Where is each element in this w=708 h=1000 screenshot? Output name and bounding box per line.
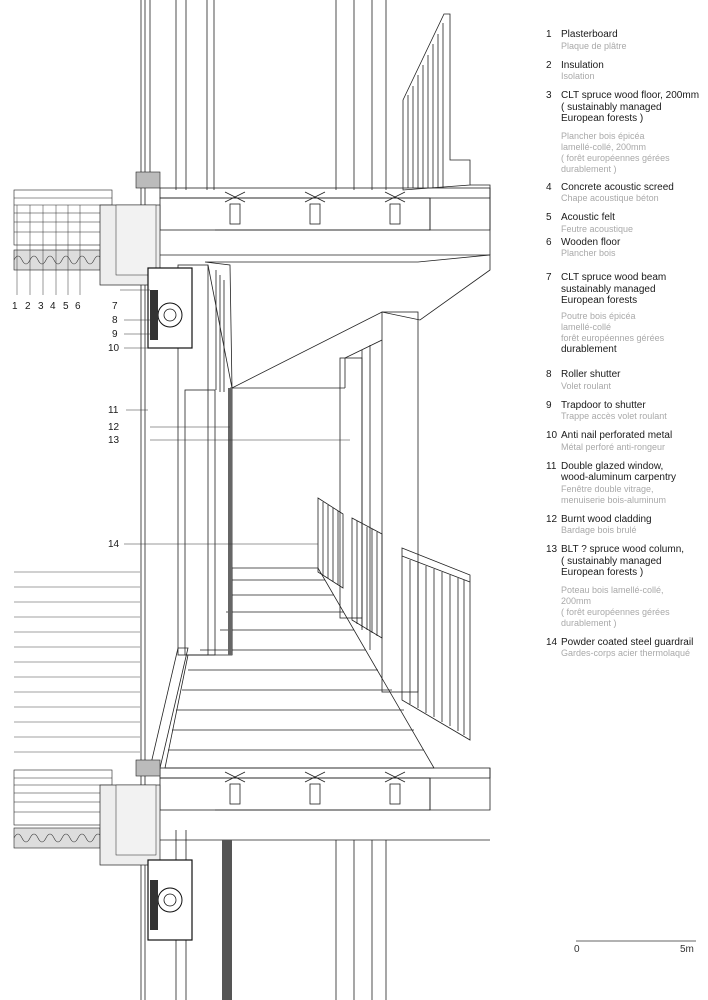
leader-lines: [16, 205, 350, 545]
legend-number: 3: [546, 90, 552, 101]
legend-label-fr: Trappe accès volet roulant: [561, 411, 667, 421]
legend-label-en: Anti nail perforated metal: [561, 430, 673, 441]
legend-label-fr: Bardage bois brulé: [561, 525, 637, 535]
legend-number: 13: [546, 544, 558, 555]
callout-9: 9: [112, 329, 118, 340]
legend-number: 7: [546, 272, 552, 283]
legend-number: 12: [546, 513, 558, 525]
legend-number: 4: [546, 181, 552, 193]
legend-label-fr: Gardes-corps acier thermolaqué: [561, 648, 691, 658]
legend-item: 13 BLT ? spruce wood column, ( sustainab…: [546, 544, 706, 629]
legend-label-fr: Fenêtre double vitrage, menuiserie bois-…: [561, 483, 667, 505]
legend-label-en: BLT ? spruce wood column, ( sustainably …: [561, 544, 685, 578]
legend-label-en: CLT spruce wood floor, 200mm ( sustainab…: [561, 90, 700, 124]
callout-12: 12: [108, 422, 120, 433]
cladding-lines: [14, 571, 140, 753]
burnt-cladding-strip: [222, 840, 232, 1000]
callout-13: 13: [108, 435, 120, 446]
callout-4: 4: [50, 301, 56, 312]
callout-11: 11: [108, 405, 119, 416]
callout-1: 1: [12, 301, 18, 312]
legend-label-en: Plasterboard: [561, 29, 618, 40]
legend-label-en: Trapdoor to shutter: [561, 399, 646, 411]
legend-label-en: Double glazed window, wood-aluminum carp…: [561, 460, 677, 484]
callout-5: 5: [63, 301, 69, 312]
legend-number: 10: [546, 430, 558, 441]
legend-label-fr: Métal perforé anti-rongeur: [561, 441, 666, 452]
legend-label-fr: Isolation: [561, 71, 595, 81]
legend-number: 9: [546, 399, 552, 411]
legend-number: 8: [546, 369, 552, 380]
legend-label-en: Acoustic felt: [561, 212, 615, 223]
callout-6: 6: [75, 301, 81, 312]
callout-10: 10: [108, 343, 120, 354]
legend-label-en: Powder coated steel guardrail: [561, 636, 694, 648]
legend-label-en: Burnt wood cladding: [561, 513, 652, 525]
legend-item: 3 CLT spruce wood floor, 200mm ( sustain…: [546, 90, 706, 175]
legend-number: 14: [546, 636, 558, 648]
legend-label-fr: Plaque de plâtre: [561, 40, 627, 51]
legend-number: 11: [546, 460, 557, 472]
callout-14: 14: [108, 539, 120, 550]
callout-2: 2: [25, 301, 31, 312]
legend-label-en: Wooden floor: [561, 236, 621, 248]
callout-3: 3: [38, 301, 44, 312]
callout-8: 8: [112, 315, 118, 326]
guardrail-mid: [317, 497, 471, 741]
legend-label-fr: Poteau bois lamellé-collé, 200mm ( forêt…: [561, 584, 670, 628]
legend-label-fr: Poutre bois épicéa lamellé-collé forêt e…: [561, 310, 665, 343]
floor-section-top: [13, 171, 193, 349]
legend-label-fr: Volet roulant: [561, 380, 612, 391]
legend-number: 1: [546, 29, 552, 40]
legend-label-en: Concrete acoustic screed: [561, 181, 674, 193]
legend-number: 6: [546, 236, 552, 248]
legend-item: 11 Double glazed window, wood-aluminum c…: [546, 461, 706, 506]
legend-label-en: Roller shutter: [561, 369, 621, 380]
legend-label-en: Insulation: [561, 59, 604, 71]
legend-label-fr: Plancher bois épicéa lamellé-collé, 200m…: [561, 130, 670, 174]
legend-label-fr: Plancher bois: [561, 248, 616, 258]
legend-label-fr: Feutre acoustique: [561, 223, 634, 234]
legend-label-en-extra: durablement: [561, 343, 617, 355]
legend-item: 7 CLT spruce wood beam sustainably manag…: [546, 272, 706, 355]
joist-marks: [224, 191, 406, 225]
callout-7: 7: [112, 301, 118, 312]
scale-start-label: 0: [574, 944, 580, 955]
legend-label-fr: Chape acoustique béton: [561, 193, 659, 203]
floor-section-bottom: [13, 759, 193, 941]
legend-number: 5: [546, 212, 552, 223]
scale-end-label: 5m: [680, 944, 694, 955]
legend-label-en: CLT spruce wood beam sustainably managed…: [561, 272, 667, 306]
legend-number: 2: [546, 59, 552, 71]
